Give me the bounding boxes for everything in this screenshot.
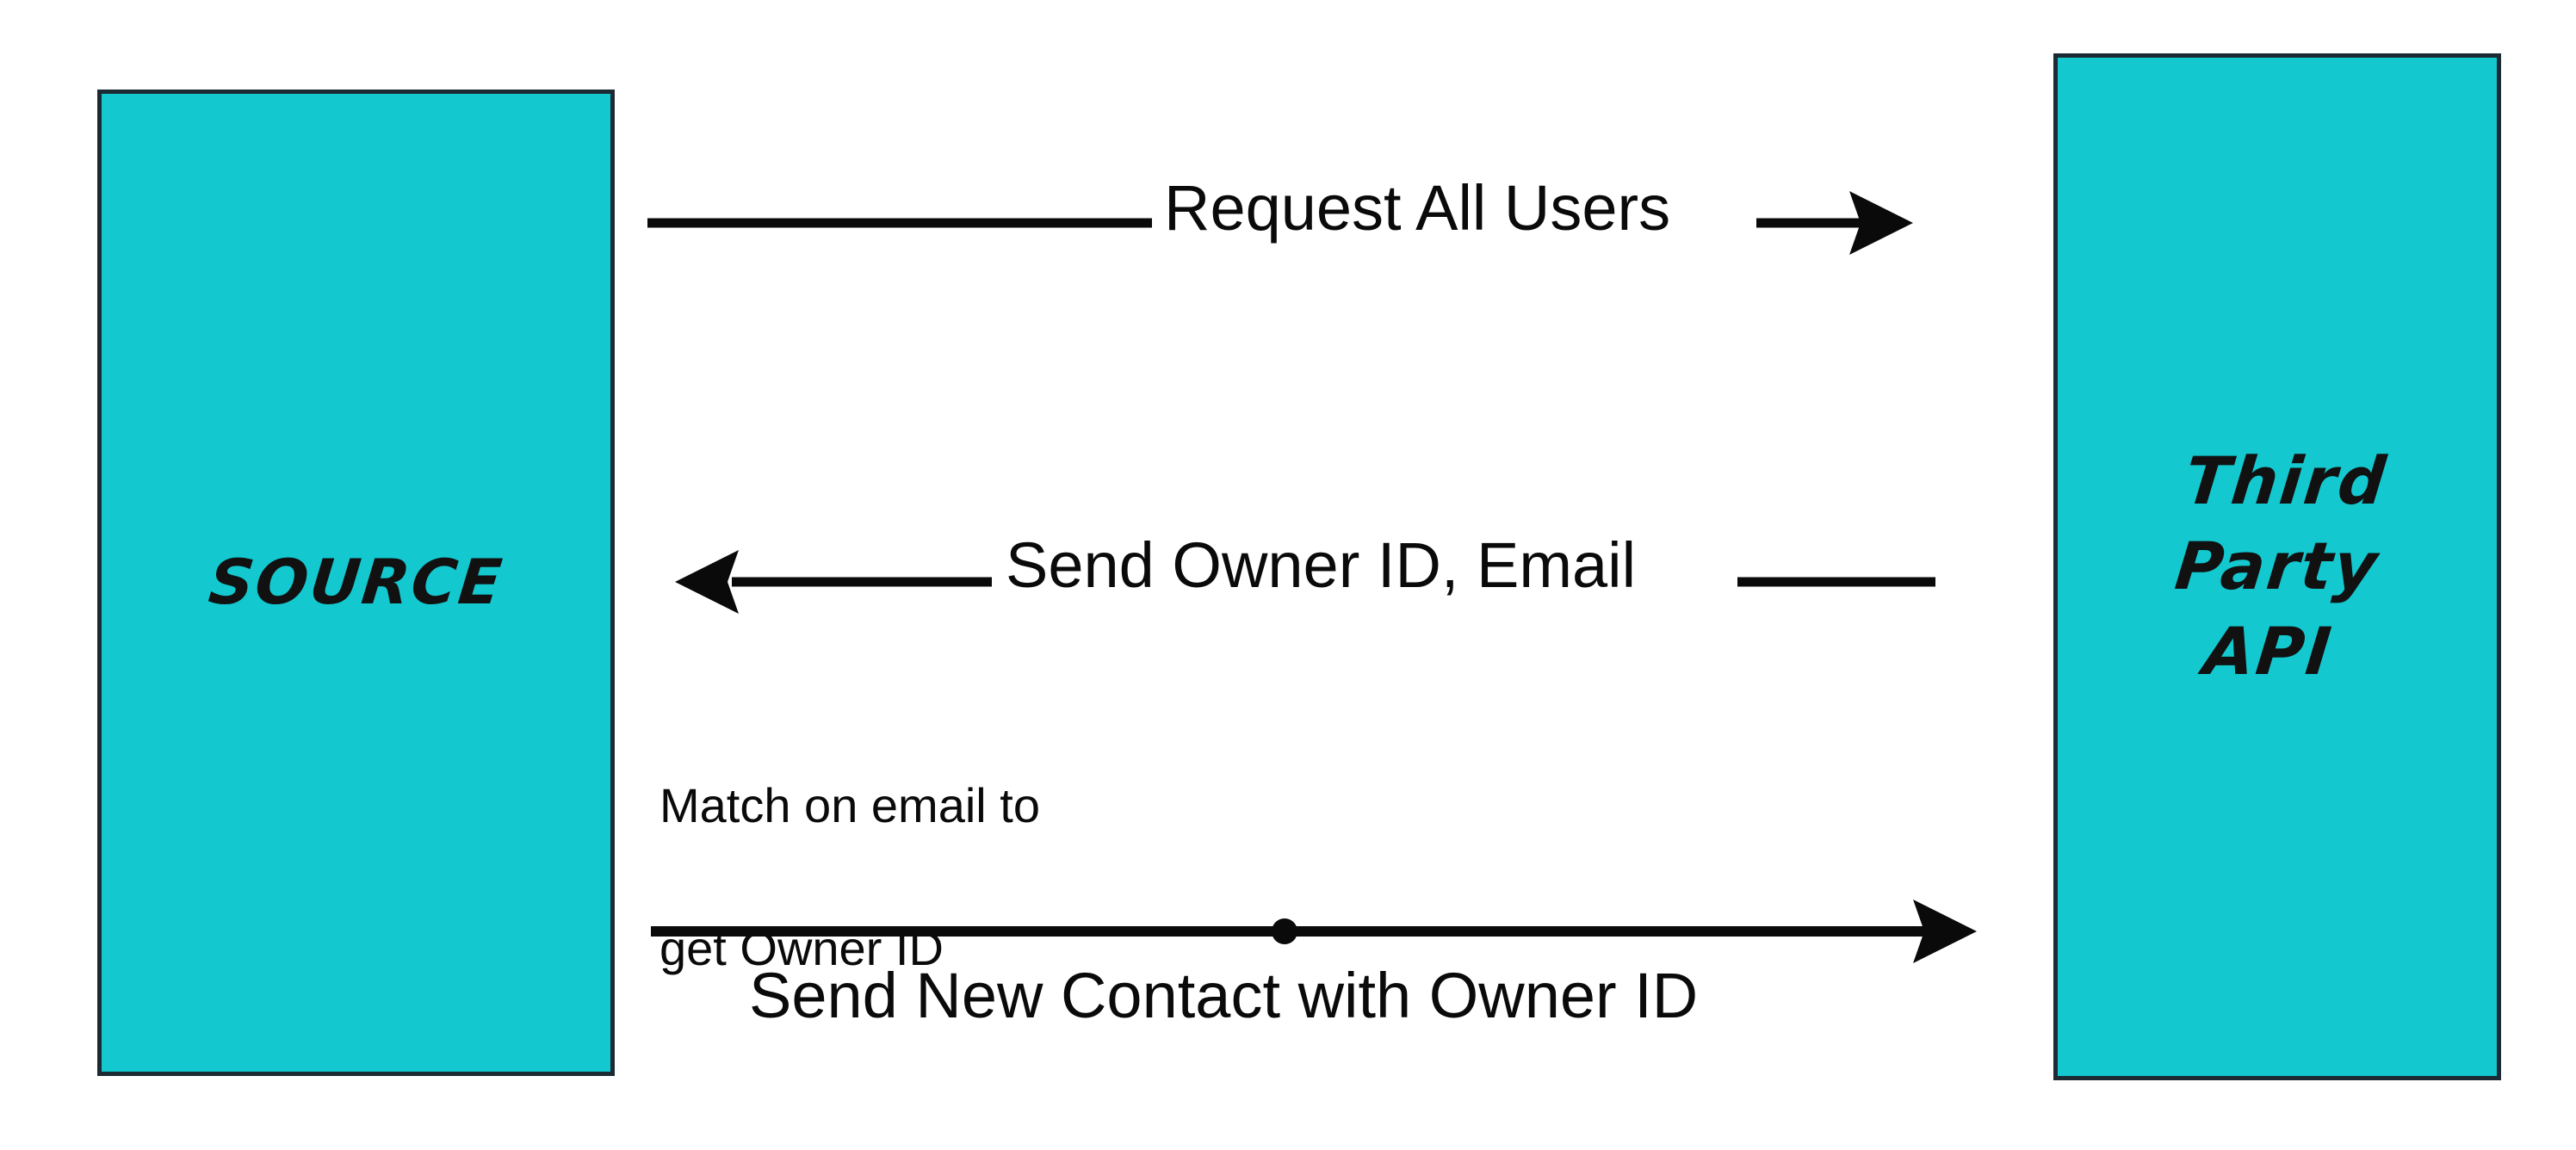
- node-source-label: SOURCE: [205, 546, 507, 619]
- edge-send-new-contact-waypoint-dot-icon: [1272, 918, 1297, 944]
- edge-label-send-owner-id-email: Send Owner ID, Email: [1006, 529, 1637, 601]
- note-match-on-email-line1: Match on email to: [659, 777, 1040, 832]
- node-third-party-api-label-line2: Party: [2171, 528, 2383, 605]
- edge-send-new-contact-arrowhead-right-icon: [1913, 900, 1977, 963]
- note-match-on-email: Match on email to get Owner ID: [659, 699, 1040, 1055]
- node-third-party-api[interactable]: Third Party API: [2053, 53, 2501, 1080]
- node-third-party-api-label-line3: API: [2200, 612, 2337, 689]
- edge-label-request-all-users: Request All Users: [1164, 172, 1671, 244]
- node-third-party-api-label: Third Party API: [2163, 439, 2393, 694]
- note-match-on-email-line2: get Owner ID: [659, 920, 944, 975]
- node-source[interactable]: SOURCE: [97, 90, 615, 1076]
- edge-send-owner-id-email-arrowhead-left-icon: [675, 550, 739, 614]
- edge-request-all-users-arrowhead-right-icon: [1849, 191, 1913, 255]
- edge-label-send-new-contact-with-owner-id: Send New Contact with Owner ID: [749, 960, 1699, 1031]
- node-third-party-api-label-line1: Third: [2181, 442, 2392, 520]
